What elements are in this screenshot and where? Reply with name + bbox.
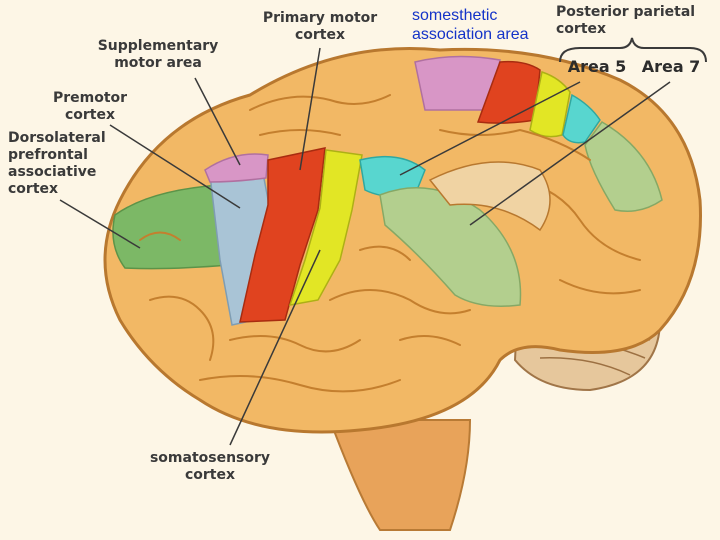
region-supplementary-motor xyxy=(204,153,269,183)
leader-primary-motor xyxy=(299,47,321,171)
label-somesthetic-association-area: somesthetic association area xyxy=(412,7,529,43)
region-primary-motor xyxy=(239,147,326,323)
parietal-brace xyxy=(559,37,707,63)
label-primary-motor-cortex: Primary motor cortex xyxy=(262,10,378,43)
leader-area5 xyxy=(399,81,581,176)
gyri-texture xyxy=(139,94,641,393)
label-supplementary-motor-area: Supplementary motor area xyxy=(97,38,219,71)
label-premotor-cortex: Premotor cortex xyxy=(52,90,128,123)
leader-dorsolateral xyxy=(59,199,141,249)
leader-somatosensory xyxy=(229,249,321,446)
region-somatosensory xyxy=(288,149,363,306)
label-area-7: Area 7 xyxy=(641,57,701,76)
region-somesthetic-association xyxy=(359,155,426,198)
label-somatosensory-cortex: somatosensory cortex xyxy=(149,450,271,483)
region-sensory-top xyxy=(529,71,571,138)
region-dorsolateral-prefrontal xyxy=(112,184,229,270)
brain-stem xyxy=(328,419,472,531)
label-area-5: Area 5 xyxy=(567,57,627,76)
label-dorsolateral-prefrontal-cortex: Dorsolateral prefrontal associative cort… xyxy=(8,130,106,197)
leader-area7 xyxy=(469,81,671,226)
leader-supplementary xyxy=(194,77,241,166)
label-posterior-parietal-cortex: Posterior parietal cortex xyxy=(556,4,696,37)
leader-premotor xyxy=(109,124,241,209)
region-area-7-top xyxy=(584,121,663,212)
medial-cortex xyxy=(428,161,551,232)
leader-lines xyxy=(59,47,671,446)
